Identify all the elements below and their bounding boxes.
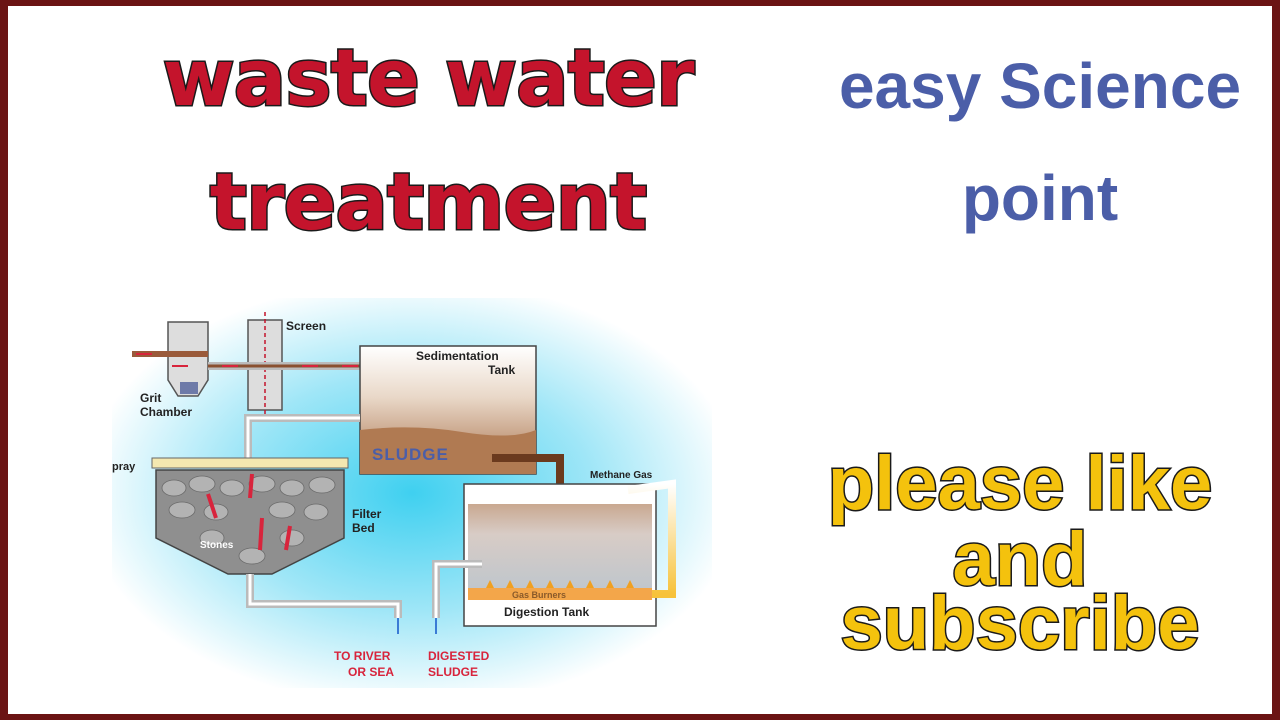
flow-arrows (136, 353, 358, 367)
label-grit-1: Grit (140, 391, 161, 405)
sedimentation-tank (359, 345, 537, 475)
title-line-2: treatment (208, 158, 649, 248)
label-digested-1: DIGESTED (428, 649, 490, 663)
methane-pipe (627, 479, 676, 598)
cta-line-2: subscribe (839, 581, 1201, 666)
label-filter-2: Bed (352, 521, 375, 535)
label-river-2: OR SEA (348, 665, 394, 679)
label-screen: Screen (286, 319, 326, 333)
label-filter-1: Filter (352, 507, 382, 521)
wastewater-treatment-diagram: Screen Grit Chamber Sedimentation Tank S… (112, 298, 712, 688)
label-stones: Stones (200, 540, 234, 551)
label-sludge: SLUDGE (372, 445, 449, 464)
label-methane: Methane Gas (590, 470, 653, 481)
cta-line-1: please like and (826, 441, 1214, 602)
digestion-tank (463, 483, 657, 627)
label-grit-2: Chamber (140, 405, 192, 419)
label-sed-2: Tank (488, 363, 515, 377)
label-burners: Gas Burners (512, 590, 566, 600)
label-digestion: Digestion Tank (504, 605, 589, 619)
label-river-1: TO RIVER (334, 649, 391, 663)
grit-chamber (132, 321, 209, 397)
label-spray: pray (112, 461, 136, 473)
title-line-1: waste water (161, 34, 696, 124)
filter-bed (151, 457, 349, 575)
brand-line-2: point (961, 162, 1119, 234)
brand-line-1: easy Science (838, 50, 1242, 122)
label-sed-1: Sedimentation (416, 349, 499, 363)
label-digested-2: SLUDGE (428, 665, 478, 679)
